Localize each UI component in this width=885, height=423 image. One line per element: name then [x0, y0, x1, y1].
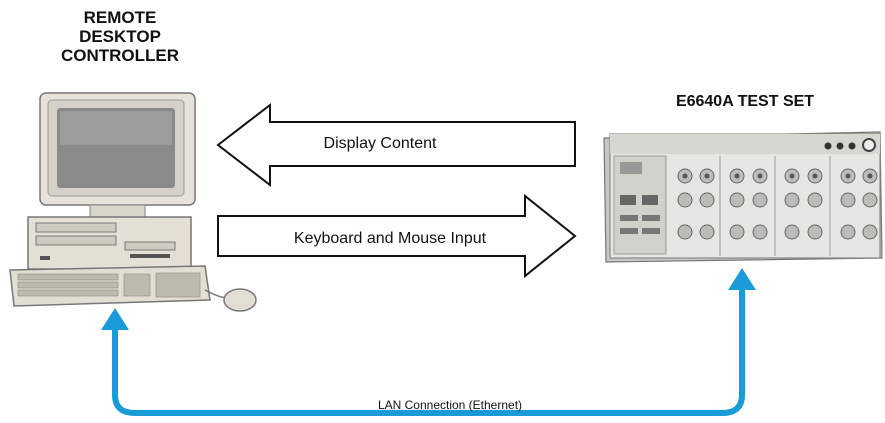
- controller-title: REMOTE DESKTOP CONTROLLER: [50, 8, 190, 65]
- controller-title-line-2: DESKTOP: [79, 27, 161, 46]
- mouse: [223, 288, 257, 312]
- drive-bay-2: [35, 235, 117, 246]
- floppy-slot: [130, 254, 170, 258]
- test-set-top-strip: [610, 134, 880, 154]
- keyboard-mouse-label: Keyboard and Mouse Input: [293, 230, 487, 247]
- keyboard-keys: [17, 272, 201, 298]
- computer-illustration: [9, 92, 257, 312]
- keyboard-mouse-arrow: [217, 193, 577, 279]
- test-set-illustration: [603, 131, 883, 263]
- test-set-title: E6640A TEST SET: [675, 93, 815, 110]
- controller-title-line-3: CONTROLLER: [60, 46, 180, 65]
- lan-arrowhead-right: [728, 268, 756, 290]
- display-content-label: Display Content: [323, 135, 437, 152]
- display-content-arrow: [216, 102, 576, 188]
- drive-bay-1: [35, 222, 117, 233]
- power-led: [40, 256, 50, 260]
- lan-arrowhead-left: [101, 308, 129, 330]
- drive-bay-3: [124, 241, 176, 251]
- monitor-stand: [89, 204, 146, 218]
- lan-connection-label: LAN Connection (Ethernet): [377, 398, 523, 412]
- lan-connection-line: [112, 282, 745, 416]
- monitor-screen-glare: [60, 111, 172, 145]
- controller-title-line-1: REMOTE: [83, 8, 157, 27]
